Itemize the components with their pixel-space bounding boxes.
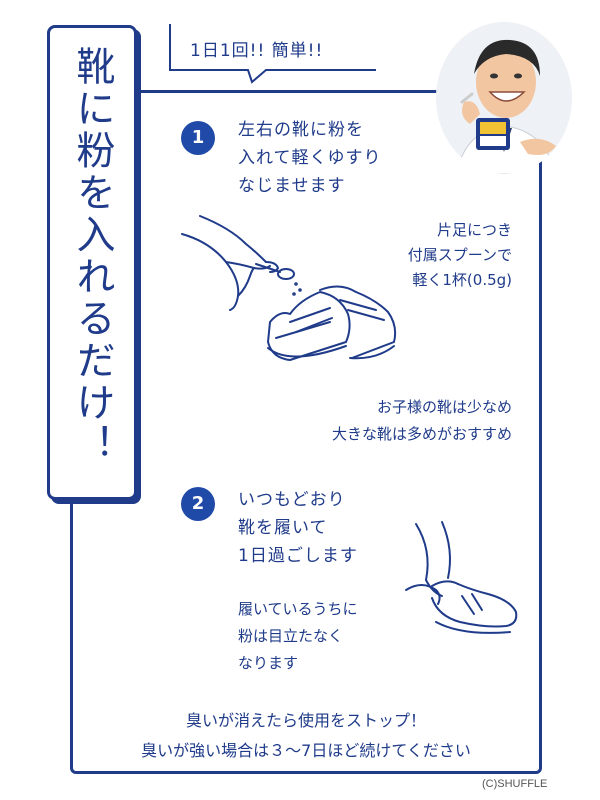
step-2-note-line: 粉は目立たなく — [238, 627, 344, 645]
step-1-badge: 1 — [181, 121, 215, 155]
step-1-extra-note: お子様の靴は少なめ 大きな靴は多めがおすすめ — [260, 394, 512, 448]
title-box: 靴に粉を入れるだけ！ — [47, 25, 137, 500]
avatar — [436, 22, 572, 174]
bottom-note-line: 臭いが消えたら使用をストップ！ — [185, 711, 426, 730]
step-2-line: 1日過ごします — [238, 546, 358, 566]
copyright-text: (C)SHUFFLE — [482, 778, 548, 790]
step-1-line: 入れて軽くゆすり — [238, 148, 382, 168]
step-2-note-line: なります — [238, 654, 299, 672]
step-1-extra-line: お子様の靴は少なめ — [376, 398, 512, 416]
step-1-note-line: 片足につき — [436, 221, 512, 239]
step-2-line: 靴を履いて — [238, 518, 328, 538]
step-2-badge: 2 — [181, 487, 215, 521]
bubble-text: 1日1回!! 簡単!! — [190, 41, 324, 61]
hand-spoon-sneaker-icon — [181, 215, 397, 361]
step-1-note-line: 軽く1杯(0.5g) — [412, 271, 512, 289]
bottom-note-line: 臭いが強い場合は３～7日ほど続けてください — [141, 741, 471, 760]
step-1-note-line: 付属スプーンで — [407, 246, 512, 264]
speech-bubble — [169, 24, 376, 84]
step-1-extra-line: 大きな靴は多めがおすすめ — [331, 425, 512, 443]
putting-on-shoe-icon — [405, 521, 518, 634]
page-title: 靴に粉を入れるだけ！ — [70, 46, 115, 466]
step-2-note-line: 履いているうちに — [238, 600, 358, 618]
step-1-line: 左右の靴に粉を — [238, 120, 364, 140]
bottom-note: 臭いが消えたら使用をストップ！ 臭いが強い場合は３～7日ほど続けてください — [70, 706, 542, 766]
step-2-text: いつもどおり 靴を履いて 1日過ごします — [238, 486, 358, 570]
step-1-note: 片足につき 付属スプーンで 軽く1杯(0.5g) — [330, 218, 512, 293]
step-1-text: 左右の靴に粉を 入れて軽くゆすり なじませます — [238, 116, 382, 200]
step-1-line: なじませます — [238, 176, 346, 196]
man-illustration-icon — [436, 22, 572, 174]
step-2-note: 履いているうちに 粉は目立たなく なります — [238, 596, 358, 677]
step-2-line: いつもどおり — [238, 490, 346, 510]
